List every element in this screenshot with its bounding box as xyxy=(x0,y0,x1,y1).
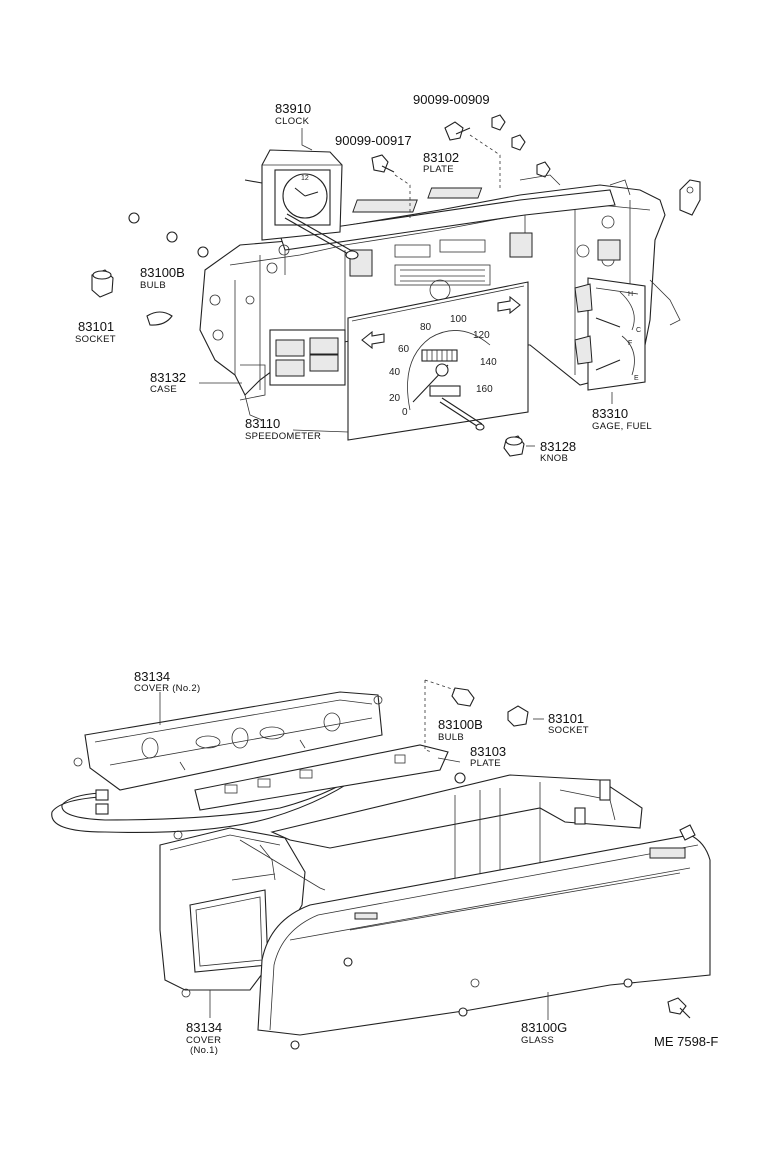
socket-bottom-part-name: SOCKET xyxy=(548,725,589,736)
leader-lines-bottom xyxy=(159,692,549,1020)
glass-part xyxy=(257,824,711,1050)
speed-tick-100: 100 xyxy=(450,314,467,325)
case-part-number: 83132 xyxy=(150,370,186,385)
socket-part-name: SOCKET xyxy=(75,334,116,345)
screw-b-part-number: 90099-00917 xyxy=(335,133,412,148)
screw-a-part-number: 90099-00909 xyxy=(413,92,490,107)
plate-bottom-part-number: 83103 xyxy=(470,744,506,759)
top-assembly: 12 xyxy=(75,92,701,464)
gage-part-number: 83310 xyxy=(592,406,628,421)
plate-83103-part xyxy=(194,744,466,811)
knob-part-name: KNOB xyxy=(540,453,568,464)
plate-part-name: PLATE xyxy=(423,164,454,175)
leader-lines-top xyxy=(199,128,613,447)
socket-part-number: 83101 xyxy=(78,319,114,334)
glass-frame xyxy=(270,774,643,920)
bulb-bottom-part-name: BULB xyxy=(438,732,464,743)
speedometer-part: 0 20 40 60 80 100 120 140 160 xyxy=(347,281,529,441)
svg-text:H: H xyxy=(628,291,633,298)
socket-bottom-part-number: 83101 xyxy=(548,711,584,726)
gage-part-name: GAGE, FUEL xyxy=(592,421,652,432)
plate-bottom-part-name: PLATE xyxy=(470,758,501,769)
plate-part-number: 83102 xyxy=(423,150,459,165)
cover2-part-name: COVER (No.2) xyxy=(134,683,200,694)
bulb-socket-bottom xyxy=(424,679,529,753)
speed-tick-20: 20 xyxy=(389,393,401,404)
speed-tick-120: 120 xyxy=(473,330,490,341)
bulb-part-number: 83100B xyxy=(140,265,185,280)
glass-part-name: GLASS xyxy=(521,1035,554,1046)
svg-text:E: E xyxy=(634,375,639,382)
speed-tick-160: 160 xyxy=(476,384,493,395)
case-part-name: CASE xyxy=(150,384,177,395)
top-labels: 83910 CLOCK 90099-00909 90099-00917 8310… xyxy=(75,92,652,464)
screw-group-top xyxy=(91,114,561,326)
meter-case xyxy=(199,179,701,421)
wiring-harness xyxy=(51,761,376,833)
bulb-bottom-part-number: 83100B xyxy=(438,717,483,732)
figure-code: ME 7598-F xyxy=(654,1034,718,1049)
bulb-part-name: BULB xyxy=(140,280,166,291)
clock-part-number: 83910 xyxy=(275,101,311,116)
screw-bottom xyxy=(667,997,691,1019)
speed-tick-40: 40 xyxy=(389,367,401,378)
glass-part-number: 83100G xyxy=(521,1020,567,1035)
bottom-labels: 83134 COVER (No.2) 83100B BULB 83101 SOC… xyxy=(134,669,718,1056)
clock-part: 12 xyxy=(244,149,359,260)
knob-part-number: 83128 xyxy=(540,439,576,454)
speed-tick-0: 0 xyxy=(402,407,408,418)
cover1-part-sub: (No.1) xyxy=(190,1045,218,1056)
cover2-part-number: 83134 xyxy=(134,669,170,684)
cover-no2-part xyxy=(73,691,383,791)
speed-tick-60: 60 xyxy=(398,344,410,355)
svg-text:12: 12 xyxy=(301,175,309,182)
speedometer-part-number: 83110 xyxy=(245,416,280,431)
fuel-gage-part: H C F E xyxy=(574,277,646,391)
knob-part xyxy=(503,435,525,457)
speed-tick-140: 140 xyxy=(480,357,497,368)
svg-text:F: F xyxy=(628,340,632,347)
svg-text:C: C xyxy=(636,327,641,334)
cover1-part-name: COVER xyxy=(186,1035,221,1046)
clock-part-name: CLOCK xyxy=(275,116,310,127)
speedometer-part-name: SPEEDOMETER xyxy=(245,431,321,442)
bottom-assembly: 83134 COVER (No.2) 83100B BULB 83101 SOC… xyxy=(51,669,718,1056)
cover1-part-number: 83134 xyxy=(186,1020,222,1035)
speed-tick-80: 80 xyxy=(420,322,432,333)
